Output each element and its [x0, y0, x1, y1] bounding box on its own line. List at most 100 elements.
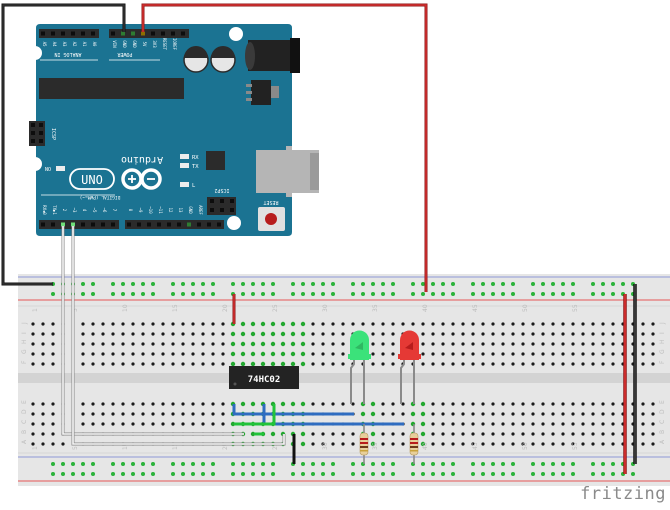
breadboard-hole[interactable] [541, 422, 545, 426]
breadboard-hole[interactable] [311, 342, 315, 346]
rail-hole[interactable] [551, 462, 555, 466]
breadboard-hole[interactable] [81, 352, 85, 356]
rail-hole[interactable] [511, 462, 515, 466]
breadboard-hole[interactable] [370, 401, 376, 407]
rail-hole[interactable] [131, 462, 135, 466]
breadboard-hole[interactable] [401, 322, 405, 326]
header-pin[interactable] [101, 222, 105, 227]
breadboard-hole[interactable] [581, 332, 585, 336]
breadboard-hole[interactable] [531, 402, 535, 406]
breadboard-hole[interactable] [521, 412, 525, 416]
header-pin[interactable] [31, 139, 35, 143]
rail-hole[interactable] [491, 472, 495, 476]
breadboard-hole[interactable] [161, 402, 165, 406]
breadboard-hole[interactable] [91, 352, 95, 356]
breadboard-hole[interactable] [521, 442, 525, 446]
breadboard-hole[interactable] [431, 432, 435, 436]
breadboard-hole[interactable] [561, 402, 565, 406]
rail-hole[interactable] [601, 292, 605, 296]
breadboard-hole[interactable] [451, 342, 455, 346]
rail-hole[interactable] [331, 462, 335, 466]
breadboard-hole[interactable] [651, 362, 655, 366]
breadboard-hole[interactable] [171, 422, 175, 426]
breadboard-hole[interactable] [321, 352, 325, 356]
breadboard-hole[interactable] [341, 402, 345, 406]
breadboard-hole[interactable] [201, 412, 205, 416]
breadboard-hole[interactable] [300, 441, 306, 447]
rail-hole[interactable] [451, 472, 455, 476]
blue-wire-green-led[interactable] [232, 404, 354, 416]
rail-hole[interactable] [481, 292, 485, 296]
breadboard-hole[interactable] [321, 342, 325, 346]
breadboard-hole[interactable] [181, 342, 185, 346]
header-pin[interactable] [230, 208, 234, 212]
breadboard-hole[interactable] [611, 322, 615, 326]
breadboard-hole[interactable] [111, 342, 115, 346]
breadboard-hole[interactable] [141, 402, 145, 406]
header-pin[interactable] [137, 222, 141, 227]
rail-hole[interactable] [371, 462, 375, 466]
breadboard-hole[interactable] [240, 361, 246, 367]
breadboard-hole[interactable] [651, 442, 655, 446]
breadboard-hole[interactable] [161, 322, 165, 326]
breadboard-hole[interactable] [451, 412, 455, 416]
breadboard-hole[interactable] [461, 362, 465, 366]
breadboard-hole[interactable] [391, 332, 395, 336]
rail-hole[interactable] [201, 462, 205, 466]
breadboard-hole[interactable] [101, 362, 105, 366]
breadboard-hole[interactable] [601, 402, 605, 406]
breadboard-hole[interactable] [571, 332, 575, 336]
header-pin[interactable] [127, 222, 131, 227]
breadboard-hole[interactable] [321, 322, 325, 326]
breadboard-hole[interactable] [541, 412, 545, 416]
rail-hole[interactable] [331, 282, 335, 286]
breadboard-hole[interactable] [101, 422, 105, 426]
breadboard-hole[interactable] [141, 412, 145, 416]
breadboard-hole[interactable] [31, 332, 35, 336]
rail-hole[interactable] [181, 472, 185, 476]
breadboard-hole[interactable] [481, 442, 485, 446]
rail-hole[interactable] [381, 282, 385, 286]
breadboard-hole[interactable] [101, 322, 105, 326]
breadboard-hole[interactable] [581, 432, 585, 436]
breadboard-hole[interactable] [491, 412, 495, 416]
breadboard-hole[interactable] [571, 442, 575, 446]
breadboard-hole[interactable] [501, 332, 505, 336]
breadboard-hole[interactable] [311, 332, 315, 336]
breadboard-hole[interactable] [161, 332, 165, 336]
breadboard-hole[interactable] [260, 361, 266, 367]
rail-hole[interactable] [561, 292, 565, 296]
rail-hole[interactable] [111, 292, 115, 296]
breadboard-hole[interactable] [31, 352, 35, 356]
breadboard-hole[interactable] [501, 442, 505, 446]
breadboard-hole[interactable] [300, 331, 306, 337]
breadboard-hole[interactable] [290, 321, 296, 327]
breadboard-hole[interactable] [491, 442, 495, 446]
breadboard-hole[interactable] [641, 342, 645, 346]
breadboard-hole[interactable] [151, 362, 155, 366]
rail-hole[interactable] [481, 472, 485, 476]
breadboard-hole[interactable] [451, 362, 455, 366]
rail-hole[interactable] [491, 292, 495, 296]
rail-hole[interactable] [321, 292, 325, 296]
breadboard-hole[interactable] [260, 351, 266, 357]
breadboard-hole[interactable] [461, 432, 465, 436]
breadboard-hole[interactable] [131, 332, 135, 336]
breadboard-hole[interactable] [521, 432, 525, 436]
breadboard-hole[interactable] [81, 362, 85, 366]
breadboard-hole[interactable] [541, 402, 545, 406]
rail-hole[interactable] [271, 462, 275, 466]
breadboard-hole[interactable] [381, 442, 385, 446]
breadboard-hole[interactable] [171, 402, 175, 406]
rail-hole[interactable] [381, 462, 385, 466]
breadboard-hole[interactable] [181, 352, 185, 356]
breadboard-hole[interactable] [511, 412, 515, 416]
rail-hole[interactable] [301, 282, 305, 286]
breadboard-hole[interactable] [531, 322, 535, 326]
breadboard-hole[interactable] [611, 402, 615, 406]
header-pin[interactable] [81, 222, 85, 227]
rail-hole[interactable] [561, 282, 565, 286]
breadboard-hole[interactable] [240, 331, 246, 337]
breadboard-hole[interactable] [191, 412, 195, 416]
rail-hole[interactable] [241, 282, 245, 286]
